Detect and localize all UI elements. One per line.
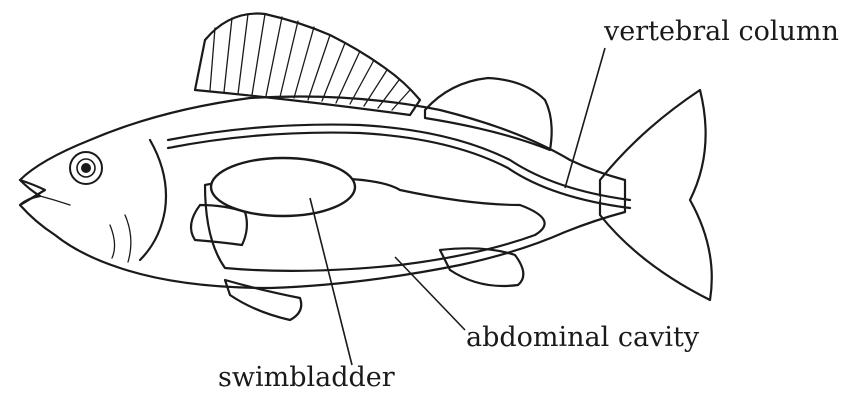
pelvic-fin (225, 280, 301, 320)
spiny-dorsal-fin (195, 14, 420, 115)
swimbladder-leader (310, 198, 352, 365)
swimbladder-label: swimbladder (218, 362, 395, 393)
soft-dorsal-fin (425, 78, 552, 150)
tail-fin (600, 90, 712, 300)
abdominal-cavity-label: abdominal cavity (466, 322, 700, 353)
gill-cover (140, 140, 166, 260)
vertebral-column-label: vertebral column (603, 16, 839, 47)
abdominal-cavity-leader (395, 257, 465, 330)
pectoral-fin (191, 205, 247, 245)
eye (70, 152, 102, 184)
swimbladder (211, 158, 355, 216)
